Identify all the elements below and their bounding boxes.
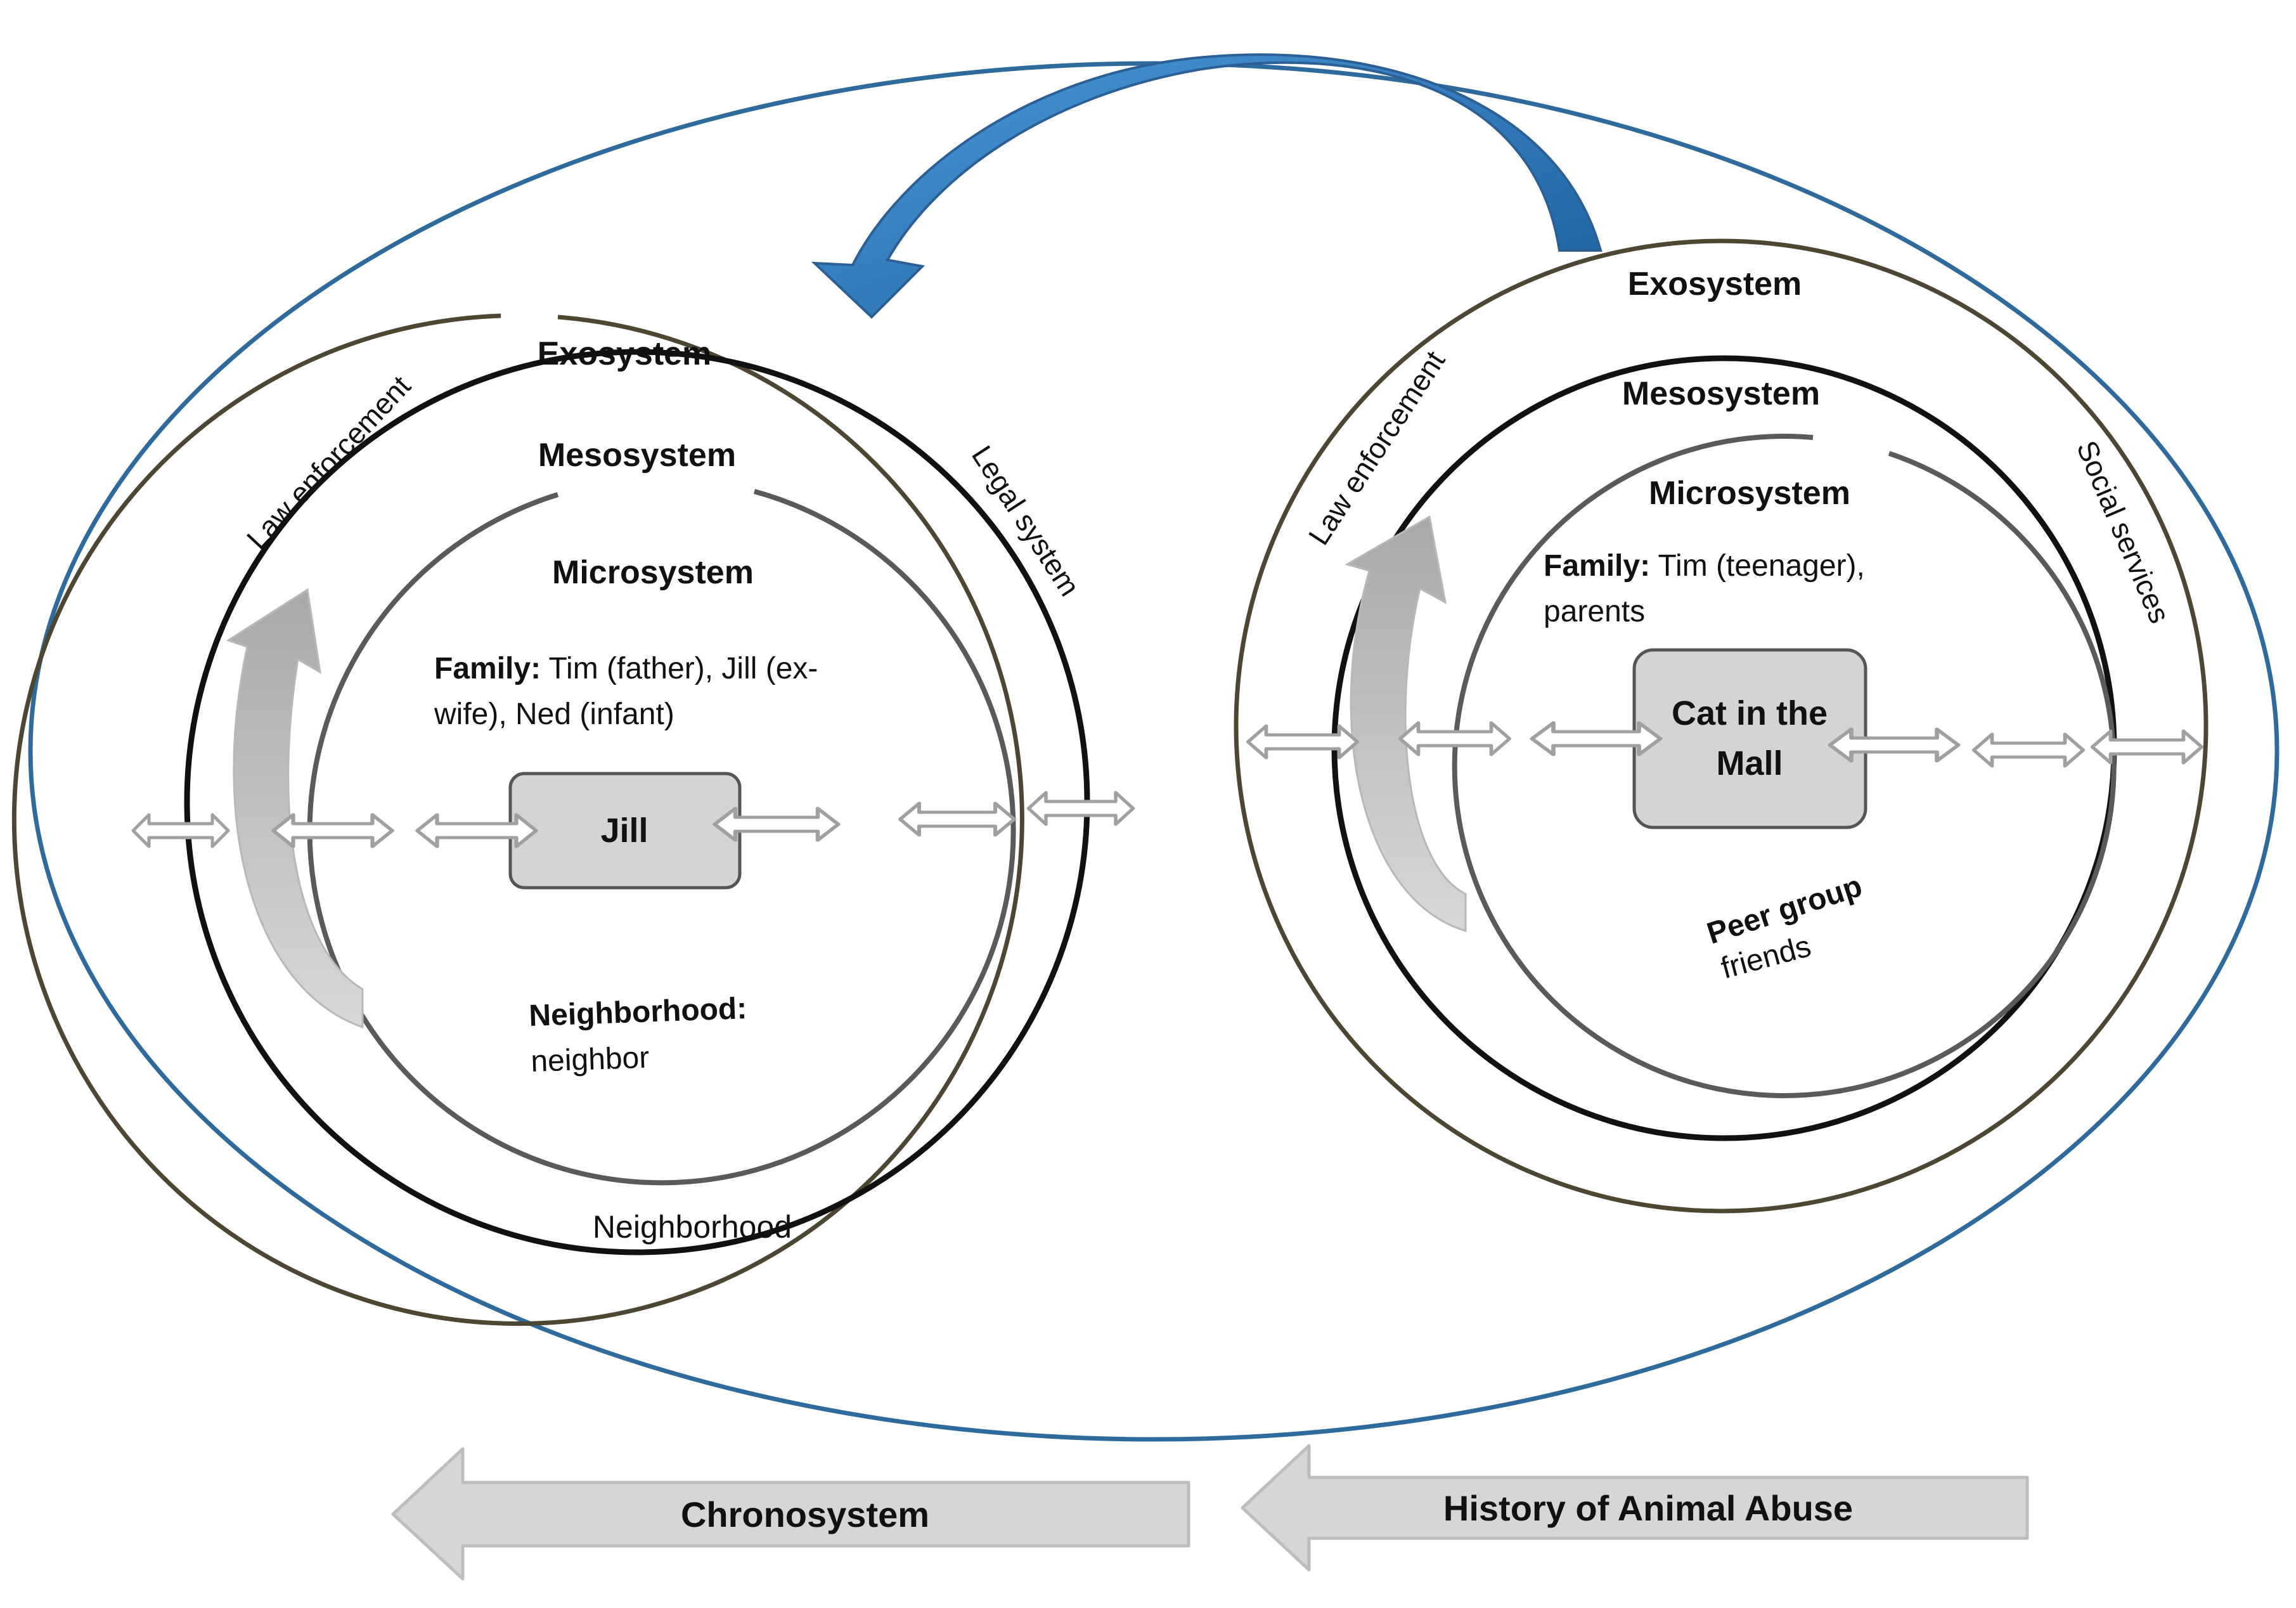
right-exosystem-label: Exosystem [1628,266,1802,302]
left-family-label: Family: [434,652,541,685]
right-family-line2: parents [1544,595,1645,628]
left-exosystem-ring [11,313,1024,1326]
left-family-line2: wife), Ned (infant) [434,697,674,731]
blue-curved-arrow [811,53,1603,319]
right-arrow-4 [1830,729,1959,761]
right-arrow-1 [1248,726,1358,758]
left-system: Exosystem Mesosystem Microsystem Law enf… [11,313,1133,1326]
right-arrow-6 [2093,731,2202,763]
right-arrow-5 [1974,734,2084,766]
right-microsystem-ring [1452,434,2117,1098]
right-family-line1: Family: Tim (teenager), [1544,549,1865,583]
left-microsystem-ring [307,489,1016,1186]
history-arrow: History of Animal Abuse [1241,1444,2029,1572]
left-exosystem-label: Exosystem [538,335,712,372]
left-microsystem-label: Microsystem [552,554,754,591]
right-mesosystem-label: Mesosystem [1622,375,1820,412]
left-outer-neighborhood-label: Neighborhood [593,1209,792,1245]
right-arrow-3 [1532,723,1661,755]
right-curved-gray-arrow [1345,515,1467,933]
left-arrow-6 [1029,793,1133,824]
left-arrow-3 [417,815,536,846]
right-microsystem-label: Microsystem [1649,475,1850,512]
right-family-label: Family: [1544,549,1650,583]
left-arrow-5 [900,803,1014,835]
chronosystem-arrow: Chronosystem [391,1447,1190,1581]
history-label: History of Animal Abuse [1443,1488,1853,1528]
right-center-label-1: Cat in the [1672,694,1828,732]
right-family-members-1: Tim (teenager), [1650,549,1865,583]
left-arrow-4 [715,808,839,840]
left-curved-gray-arrow [226,588,364,1029]
left-neighborhood-label: Neighborhood: [529,992,748,1033]
left-center-label: Jill [600,812,648,850]
left-mesosystem-label: Mesosystem [538,437,736,474]
left-arrow-1 [133,815,228,846]
right-center-box [1632,648,1867,829]
left-law-enforcement-label: Law enforcement [240,369,417,555]
chronosystem-label: Chronosystem [681,1495,929,1534]
left-neighborhood-value: neighbor [531,1041,650,1079]
right-exosystem-ring [1234,238,2209,1214]
left-family-line1: Family: Tim (father), Jill (ex- [434,652,818,685]
right-center-label-2: Mall [1716,744,1783,782]
left-family-members-1: Tim (father), Jill (ex- [541,652,818,685]
right-system: Exosystem Mesosystem Microsystem Law enf… [1234,238,2209,1214]
left-arrow-2 [273,815,392,846]
